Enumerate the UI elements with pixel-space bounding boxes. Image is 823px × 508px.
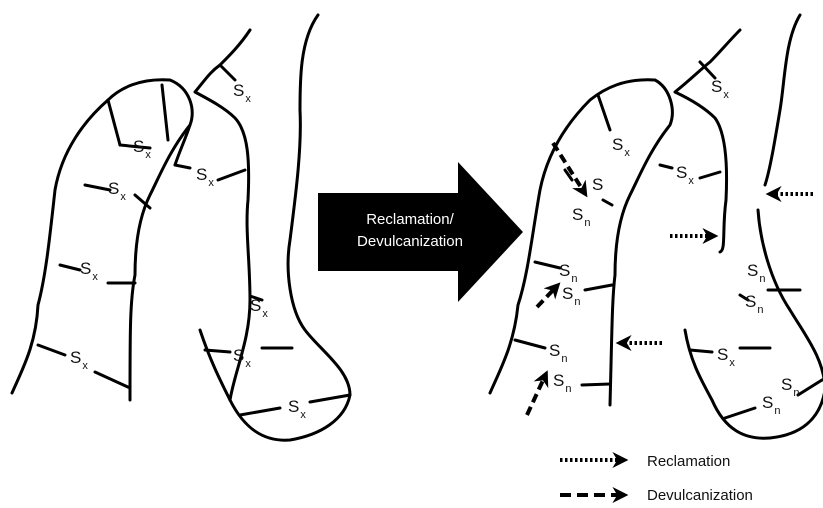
devulcanization-arrow xyxy=(527,376,545,415)
right-crosslink-label: Sn xyxy=(762,393,780,417)
right-chain-outer xyxy=(490,80,672,405)
left-crosslink-label: Sx xyxy=(80,259,98,283)
arrow-label-line1: Reclamation/ xyxy=(366,211,454,228)
legend-item-reclamation: Reclamation xyxy=(560,453,730,470)
right-crosslink-label: Sx xyxy=(612,135,630,159)
right-crosslink-label: Sn xyxy=(781,375,799,399)
right-crosslink-label: Sn xyxy=(572,205,590,229)
arrow-label-line2: Devulcanization xyxy=(357,233,463,250)
devulcanization-arrow xyxy=(537,287,556,307)
left-crosslink-label: Sx xyxy=(288,397,306,421)
right-crosslink-label: Sx xyxy=(717,345,735,369)
legend-item-devulcanization: Devulcanization xyxy=(560,487,753,504)
devulcanization-arrow xyxy=(553,143,584,192)
left-crosslink-label: Sx xyxy=(250,296,268,320)
left-network xyxy=(12,15,350,440)
right-crosslink-label: Sx xyxy=(711,77,729,101)
left-crosslink-label: Sx xyxy=(70,348,88,372)
right-crosslink-label: Sn xyxy=(562,284,580,308)
left-crosslink-label: Sx xyxy=(133,137,151,161)
right-network xyxy=(490,15,823,438)
reclamation-devulcanization-arrow: Reclamation/ Devulcanization xyxy=(318,162,523,302)
reclamation-arrows xyxy=(622,194,813,343)
left-crosslink-label: Sx xyxy=(108,179,126,203)
right-crosslink-label: Sx xyxy=(676,163,694,187)
right-chain-inner xyxy=(675,30,740,252)
right-chain-right xyxy=(685,15,823,438)
left-crosslink-label: Sx xyxy=(233,346,251,370)
right-crosslink-label: Sn xyxy=(747,261,765,285)
right-crosslink-label: Sn xyxy=(553,371,571,395)
right-crosslink-label: Sn xyxy=(745,292,763,316)
legend-label-reclamation: Reclamation xyxy=(647,453,730,470)
left-crosslink-label: Sx xyxy=(196,165,214,189)
right-crosslink-label: S xyxy=(592,175,603,194)
left-crosslink-label: Sx xyxy=(233,81,251,105)
legend-label-devulcanization: Devulcanization xyxy=(647,487,753,504)
legend: Reclamation Devulcanization xyxy=(560,453,753,504)
right-crosslink-label: Sn xyxy=(559,261,577,285)
right-crosslink-label: Sn xyxy=(549,341,567,365)
